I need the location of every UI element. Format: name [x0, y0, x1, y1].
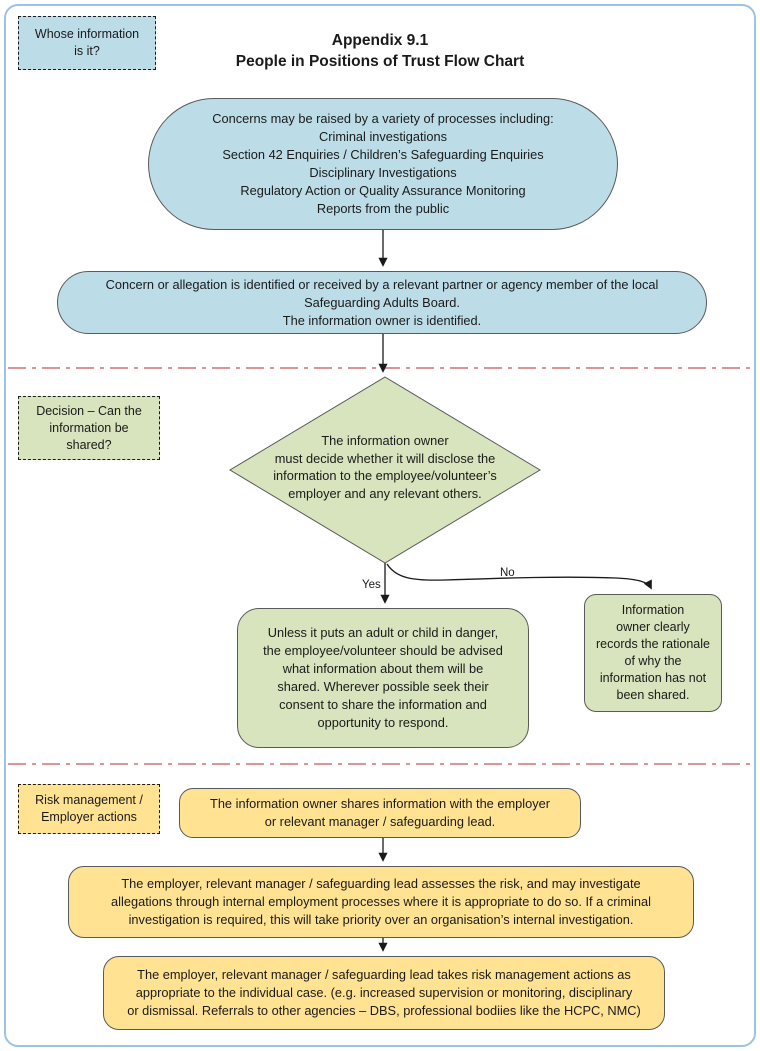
page-title-line1: Appendix 9.1 — [331, 32, 429, 49]
page-title-line2: People in Positions of Trust Flow Chart — [235, 53, 525, 70]
node-concerns-raised: Concerns may be raised by a variety of p… — [148, 98, 618, 230]
label-risk-management: Risk management / Employer actions — [18, 784, 160, 834]
arrow-diamond-no — [386, 563, 652, 590]
node-not-shared-rationale: Information owner clearly records the ra… — [584, 594, 722, 712]
label-whose-information: Whose information is it? — [18, 16, 156, 70]
page-title: Appendix 9.1 People in Positions of Trus… — [0, 30, 760, 72]
branch-label-yes: Yes — [362, 579, 381, 591]
node-employer-actions: The employer, relevant manager / safegua… — [103, 956, 665, 1030]
label-decision-can-share: Decision – Can the information be shared… — [18, 396, 160, 460]
node-employer-assesses: The employer, relevant manager / safegua… — [68, 866, 694, 938]
node-concern-identified: Concern or allegation is identified or r… — [57, 271, 707, 334]
node-share-advice: Unless it puts an adult or child in dang… — [237, 608, 529, 748]
node-decision-diamond-text: The information owner must decide whethe… — [273, 433, 497, 501]
branch-label-no: No — [500, 567, 515, 579]
node-owner-shares: The information owner shares information… — [179, 788, 581, 838]
